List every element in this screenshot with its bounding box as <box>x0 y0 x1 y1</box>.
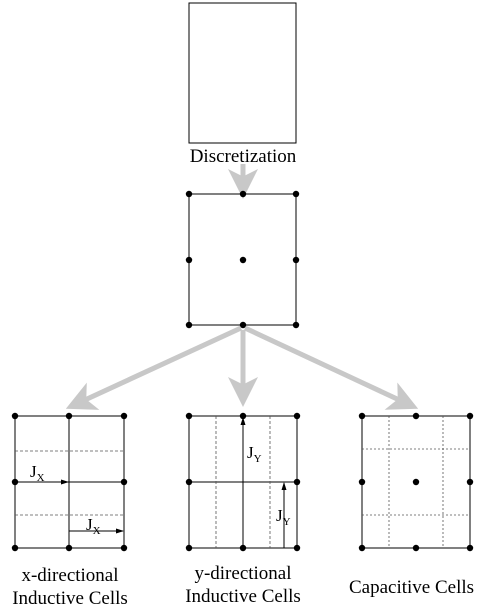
node <box>412 478 420 486</box>
node <box>292 190 300 198</box>
x-cells-label-line2: Inductive Cells <box>12 588 128 609</box>
arrow-to-x-cells <box>65 325 243 410</box>
node <box>292 321 300 329</box>
conductor-rectangle <box>188 2 297 144</box>
node <box>239 256 247 264</box>
node <box>358 478 366 486</box>
current-label-jx: JX <box>86 515 101 537</box>
y-directional-cells: JY JY <box>185 412 301 552</box>
node <box>185 478 193 486</box>
node <box>120 412 128 420</box>
node <box>466 478 474 486</box>
discretization-label: Discretization <box>189 146 297 167</box>
node <box>358 412 366 420</box>
node <box>239 544 247 552</box>
node <box>358 544 366 552</box>
node <box>185 412 193 420</box>
node <box>185 256 193 264</box>
node <box>412 544 420 552</box>
node <box>65 544 73 552</box>
node <box>11 412 19 420</box>
y-cells-label-line2: Inductive Cells <box>185 586 301 607</box>
node <box>293 544 301 552</box>
node <box>412 412 420 420</box>
discretized-grid <box>185 190 300 329</box>
y-cells-label-line1: y-directional <box>194 563 292 584</box>
current-label-jx: JX <box>30 462 45 484</box>
node <box>292 256 300 264</box>
node <box>185 544 193 552</box>
node <box>293 412 301 420</box>
node <box>239 190 247 198</box>
node <box>11 544 19 552</box>
node <box>466 412 474 420</box>
node <box>185 190 193 198</box>
x-cells-label-line1: x-directional <box>21 565 119 586</box>
node <box>65 412 73 420</box>
node <box>239 321 247 329</box>
capacitive-cells-grid <box>358 412 474 552</box>
capacitive-cells-label: Capacitive Cells <box>348 577 475 598</box>
arrow-to-capacitive-cells <box>243 325 419 410</box>
node <box>293 478 301 486</box>
node <box>120 478 128 486</box>
node <box>466 544 474 552</box>
node <box>120 544 128 552</box>
node <box>185 321 193 329</box>
current-label-jy: JY <box>247 443 262 465</box>
x-directional-cells: JX JX <box>11 412 128 552</box>
current-label-jy: JY <box>276 506 291 528</box>
